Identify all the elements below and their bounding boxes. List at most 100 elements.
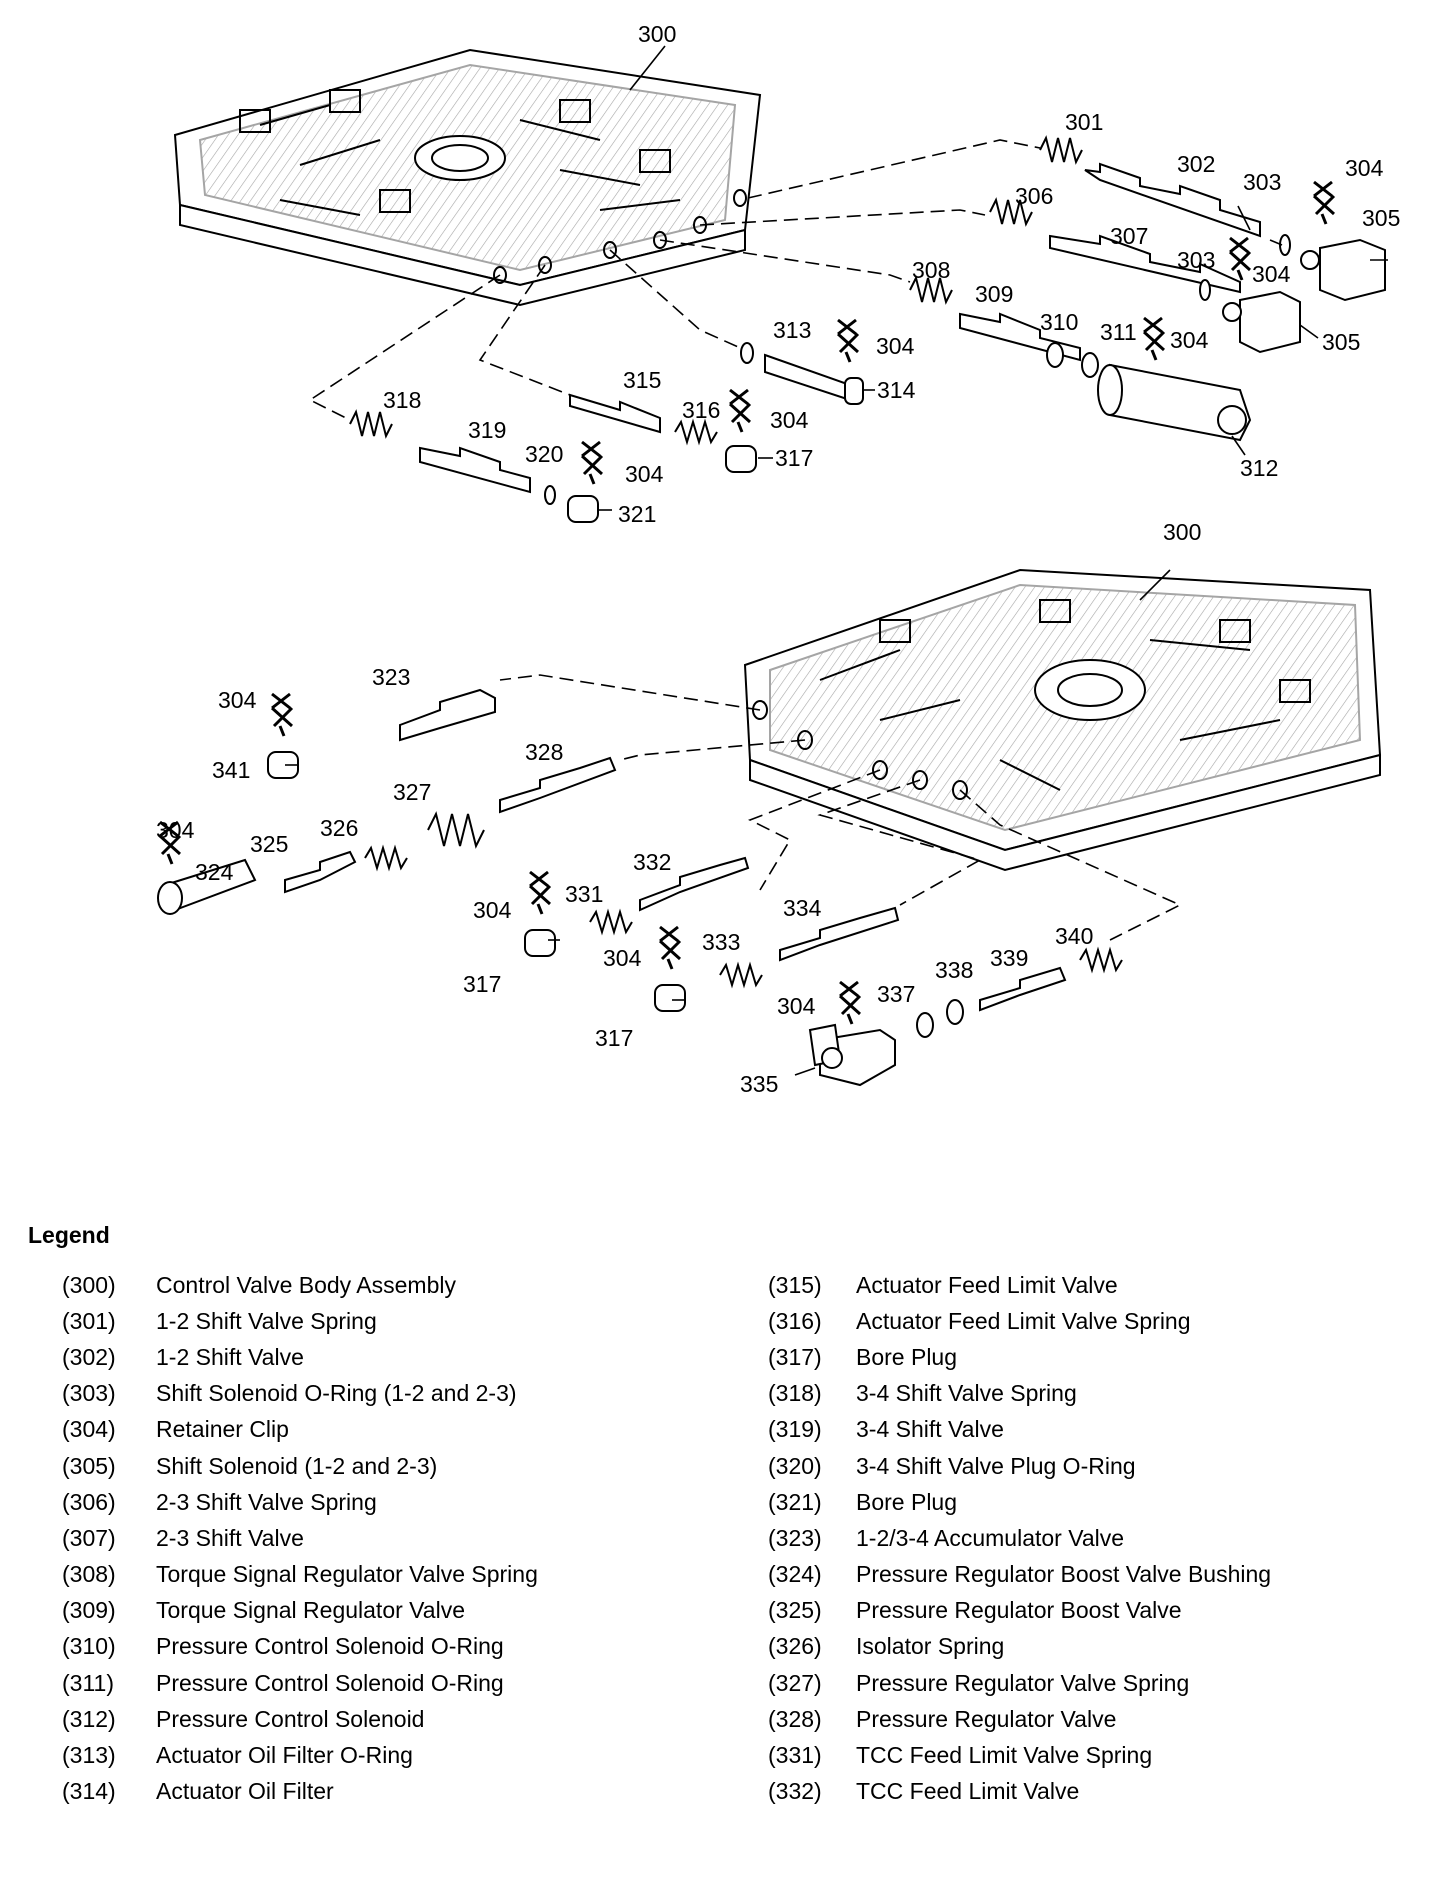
- callout-304h: 304: [156, 817, 195, 843]
- callout-303b: 303: [1177, 247, 1215, 273]
- legend-item-text: Pressure Control Solenoid O-Ring: [156, 1669, 504, 1696]
- oring-338: [946, 999, 964, 1025]
- valve-319: [419, 446, 531, 494]
- legend-item-text: Actuator Feed Limit Valve Spring: [856, 1307, 1191, 1334]
- legend-item-text: 1-2 Shift Valve: [156, 1343, 304, 1370]
- valve-302: [1084, 162, 1261, 238]
- legend-item-code: (304): [62, 1416, 116, 1443]
- callout-305a: 305: [1362, 205, 1400, 231]
- valve-307: [1049, 234, 1241, 294]
- callout-312: 312: [1240, 455, 1278, 481]
- legend-item-code: (332): [768, 1778, 822, 1805]
- legend-item-code: (320): [768, 1452, 822, 1479]
- plug-317c: [654, 984, 686, 1012]
- callout-341: 341: [212, 757, 250, 783]
- bottom-leader-lines: [499, 674, 1182, 941]
- callout-339: 339: [990, 945, 1028, 971]
- oring-320: [544, 485, 556, 505]
- callout-321: 321: [618, 501, 656, 527]
- callout-320: 320: [525, 441, 563, 467]
- legend-column-left: (300)Control Valve Body Assembly (301) 1-2…: [28, 1267, 768, 1810]
- callout-leaders: [285, 45, 1388, 1076]
- legend-item-text: 3-4 Shift Valve Plug O-Ring: [856, 1452, 1136, 1479]
- legend-item-text: Pressure Control Solenoid O-Ring: [156, 1633, 504, 1660]
- legend-item-text: Actuator Feed Limit Valve: [856, 1271, 1118, 1298]
- legend-item: (308)Torque Signal Regulator Valve Sprin…: [28, 1557, 768, 1593]
- legend-item: (302)1-2 Shift Valve: [28, 1339, 768, 1375]
- legend-item: (327)Pressure Regulator Valve Spring: [768, 1665, 1408, 1701]
- callout-304e: 304: [770, 407, 809, 433]
- legend-item-code: (301): [62, 1307, 116, 1334]
- callout-308: 308: [912, 257, 950, 283]
- top-parts: [349, 135, 1386, 523]
- legend-item-code: (324): [768, 1561, 822, 1588]
- legend-item-code: (313): [62, 1742, 116, 1769]
- legend-item-code: (305): [62, 1452, 116, 1479]
- legend-item-code: (308): [62, 1561, 116, 1588]
- callout-labels: 300 301 302 303 304 305 306 307 303 304 …: [156, 21, 1400, 1097]
- callout-324: 324: [195, 859, 234, 885]
- legend-item-text: Pressure Regulator Boost Valve: [856, 1597, 1182, 1624]
- callout-317a: 317: [775, 445, 813, 471]
- legend-item-code: (326): [768, 1633, 822, 1660]
- callout-335: 335: [740, 1071, 778, 1097]
- oring-310: [1046, 342, 1064, 368]
- valve-315: [569, 393, 661, 434]
- plug-317b: [524, 929, 556, 957]
- legend-item: (324) Pressure Regulator Boost Valve Bush…: [768, 1557, 1408, 1593]
- callout-304b: 304: [1252, 261, 1291, 287]
- valve-334: [779, 906, 900, 962]
- spring-327: [427, 811, 485, 849]
- oring-311: [1081, 352, 1099, 378]
- legend-item-text: Isolator Spring: [856, 1633, 1005, 1660]
- callout-300b: 300: [1163, 519, 1201, 545]
- legend-item: (320) 3-4 Shift Valve Plug O-Ring: [768, 1448, 1408, 1484]
- legend-item: (331)TCC Feed Limit Valve Spring: [768, 1737, 1408, 1773]
- filter-314: [764, 353, 851, 402]
- oring-337: [916, 1012, 934, 1038]
- legend-item: (300)Control Valve Body Assembly: [28, 1267, 768, 1303]
- legend-item-text: TCC Feed Limit Valve: [856, 1778, 1080, 1805]
- legend-item-code: (323): [768, 1524, 822, 1551]
- valve-body-bottom: [743, 568, 1382, 872]
- spring-301: [1039, 135, 1083, 165]
- legend-item-text: Pressure Control Solenoid: [156, 1705, 425, 1732]
- legend-title: Legend: [28, 1222, 110, 1248]
- top-leader-lines: [308, 139, 1041, 421]
- callout-313: 313: [773, 317, 811, 343]
- legend-item: (318)3-4 Shift Valve Spring: [768, 1376, 1408, 1412]
- legend-item-code: (319): [768, 1416, 822, 1443]
- legend-item: (305) Shift Solenoid (1-2 and 2-3): [28, 1448, 768, 1484]
- legend-item-code: (325): [768, 1597, 822, 1624]
- callout-306: 306: [1015, 183, 1053, 209]
- solenoid-305a: [1319, 238, 1386, 302]
- legend-item-text: Bore Plug: [856, 1343, 958, 1370]
- legend-item-text: 3-4 Shift Valve Spring: [856, 1380, 1077, 1407]
- legend-item-code: (312): [62, 1705, 116, 1732]
- oring-313: [740, 342, 754, 364]
- legend-item-text: Shift Solenoid (1-2 and 2-3): [156, 1452, 438, 1479]
- callout-332: 332: [633, 849, 671, 875]
- legend-item: (311) Pressure Control Solenoid O-Ring: [28, 1665, 768, 1701]
- legend-item-code: (311): [62, 1669, 114, 1696]
- callout-307: 307: [1110, 223, 1148, 249]
- legend-item: (309)Torque Signal Regulator Valve: [28, 1593, 768, 1629]
- callout-304a: 304: [1345, 155, 1384, 181]
- legend-item-text: Actuator Oil Filter O-Ring: [156, 1742, 413, 1769]
- legend-item-code: (317): [768, 1343, 822, 1370]
- legend-item: (314)Actuator Oil Filter: [28, 1774, 768, 1810]
- solenoid-305b: [1239, 290, 1301, 354]
- legend-item-code: (309): [62, 1597, 116, 1624]
- callout-303a: 303: [1243, 169, 1281, 195]
- legend-item-code: (331): [768, 1742, 822, 1769]
- spring-326: [364, 844, 408, 872]
- callout-315: 315: [623, 367, 661, 393]
- spring-306: [989, 197, 1033, 227]
- legend-item-code: (307): [62, 1524, 116, 1551]
- legend-item-code: (303): [62, 1380, 116, 1407]
- legend-item: (325) Pressure Regulator Boost Valve: [768, 1593, 1408, 1629]
- legend-item-text: Pressure Regulator Boost Valve Bushing: [856, 1561, 1272, 1588]
- legend-item-text: 1-2/3-4 Accumulator Valve: [856, 1524, 1125, 1551]
- legend-item: (303)Shift Solenoid O-Ring (1-2 and 2-3): [28, 1376, 768, 1412]
- legend-item-code: (327): [768, 1669, 822, 1696]
